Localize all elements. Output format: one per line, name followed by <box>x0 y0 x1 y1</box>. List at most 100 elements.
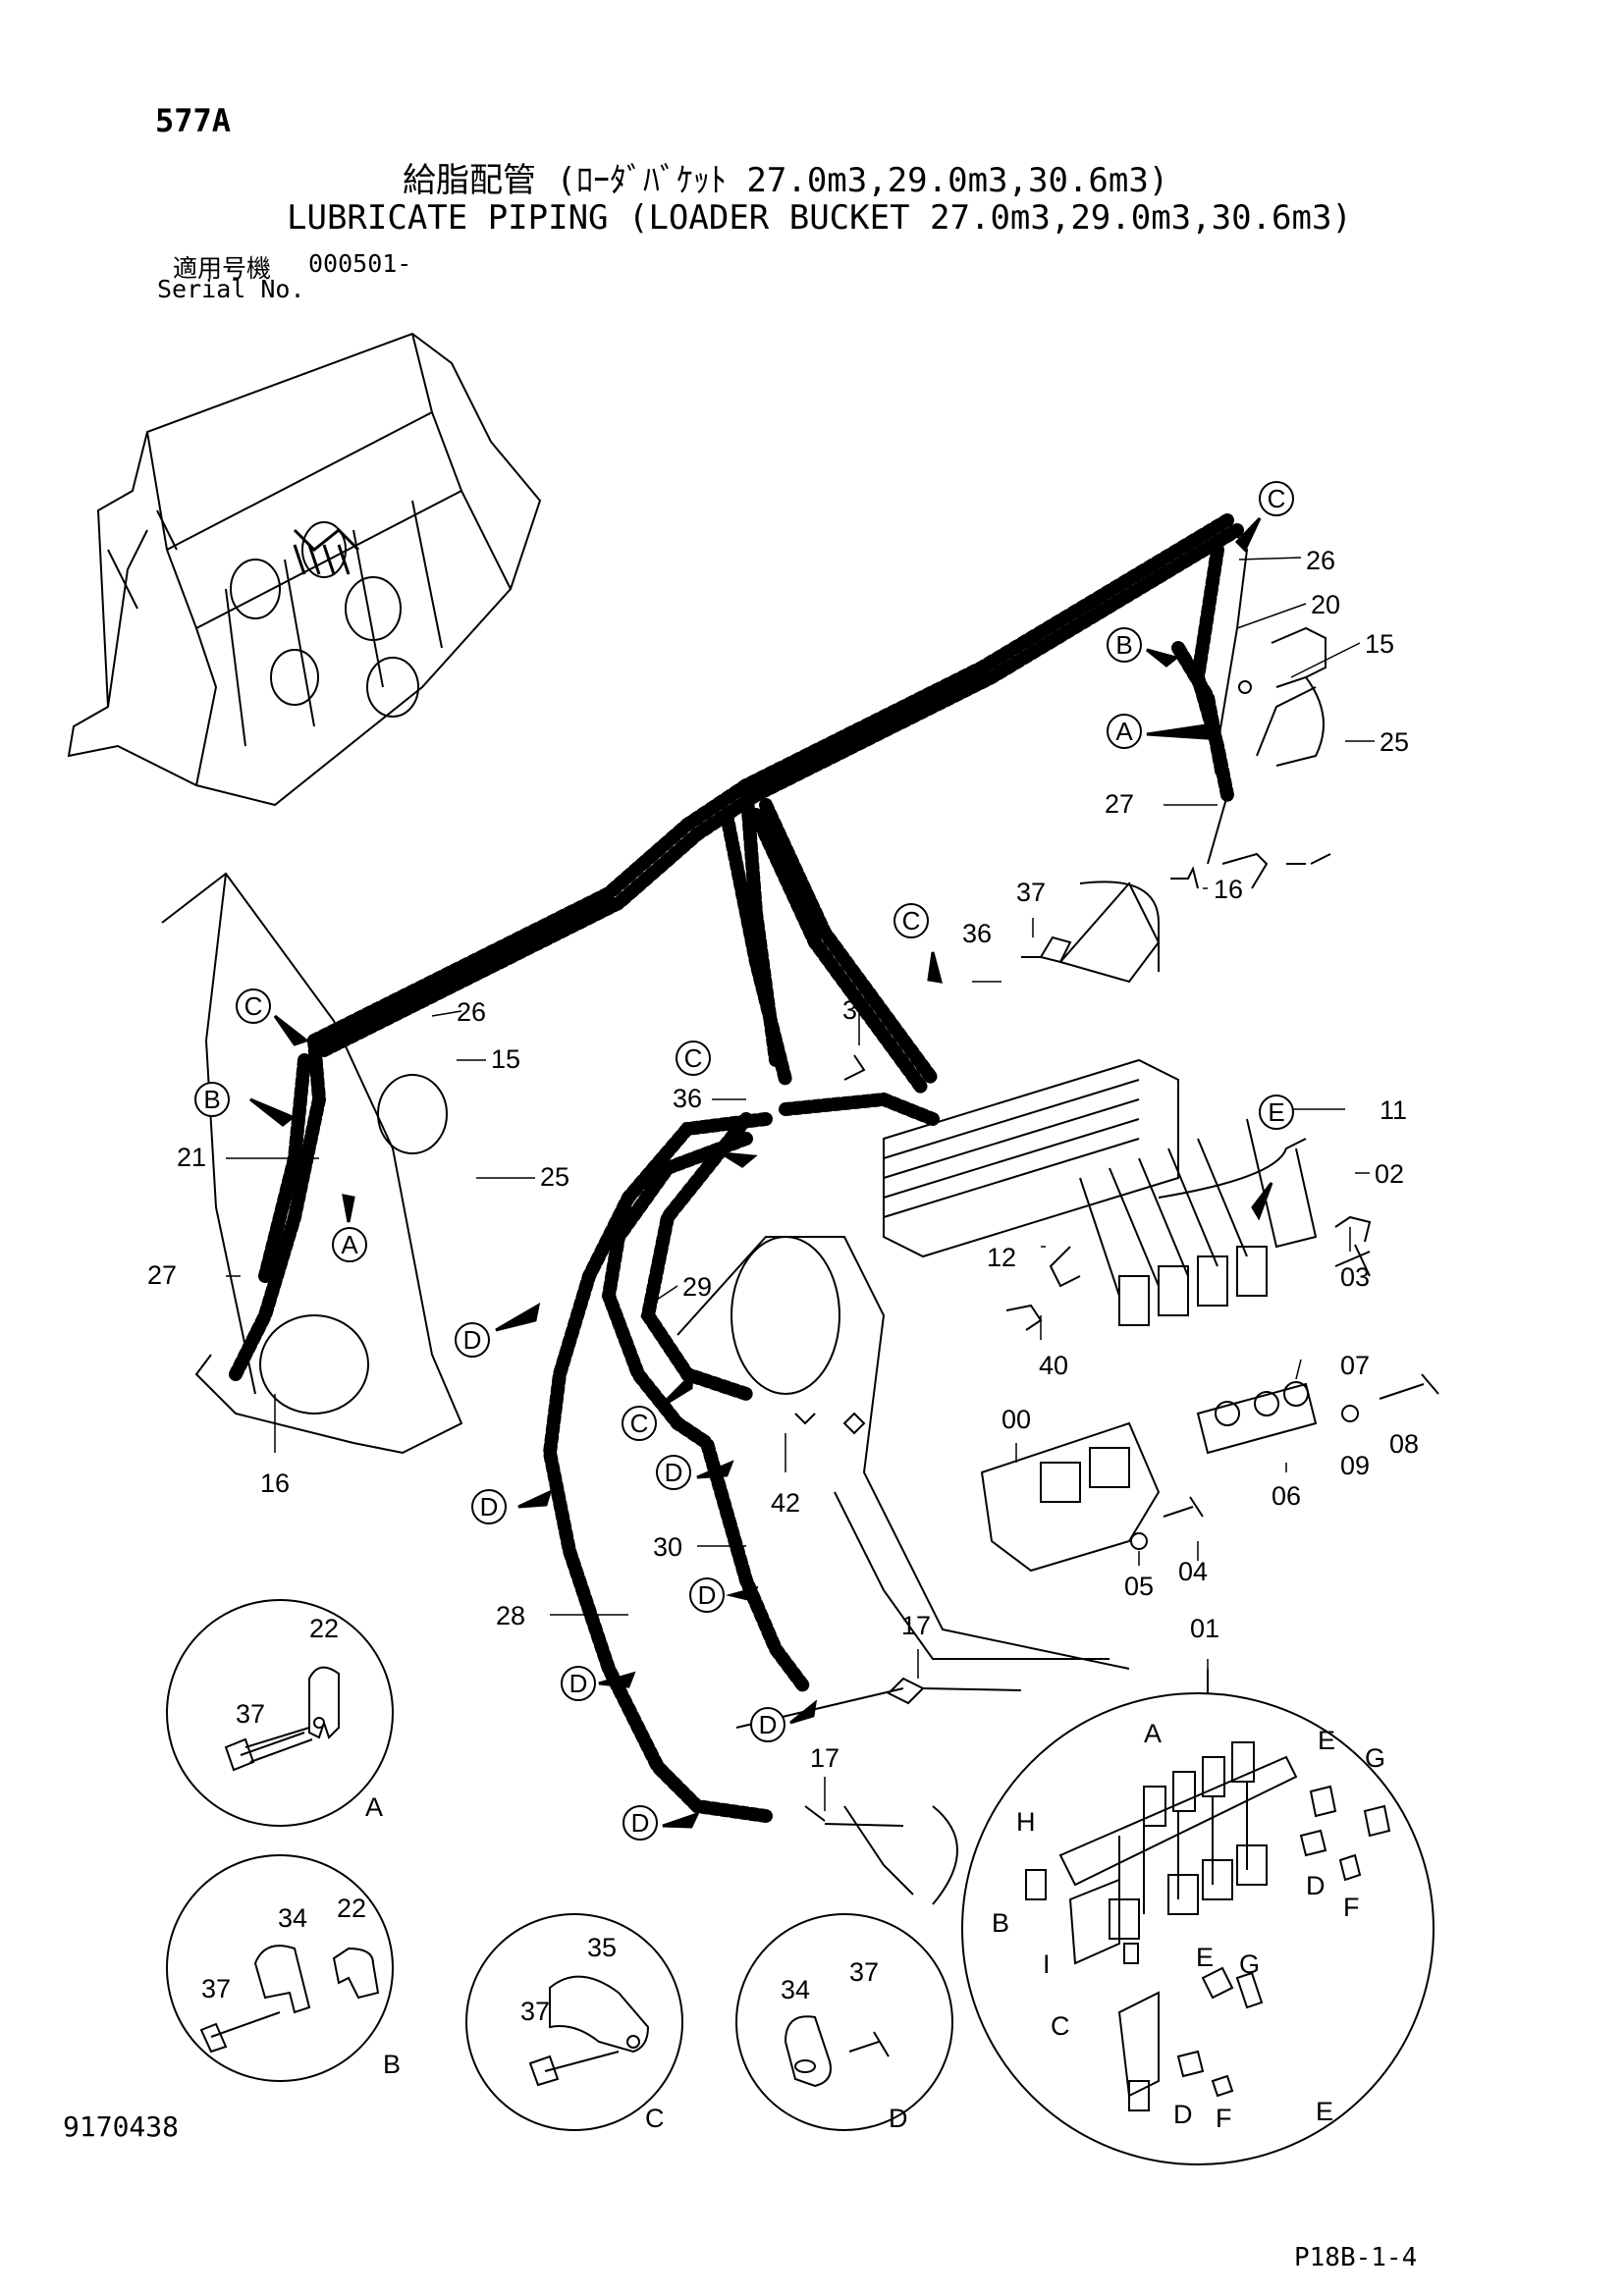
detail-c-callout-35: 35 <box>587 1933 617 1962</box>
callout-27-left: 27 <box>147 1260 177 1290</box>
marker-c-5: C <box>630 1409 649 1438</box>
callout-16-left: 16 <box>260 1468 290 1498</box>
callout-42: 42 <box>771 1488 800 1518</box>
detail-d-circle <box>735 1913 953 2131</box>
marker-c-1: C <box>1268 484 1286 513</box>
callout-25-left: 25 <box>540 1162 569 1192</box>
marker-arrows <box>249 516 1273 1829</box>
callout-09: 09 <box>1340 1451 1370 1480</box>
detail-e-part-f2: F <box>1216 2104 1232 2133</box>
callout-16-top: 16 <box>1214 875 1243 904</box>
page-code: P18B-1-4 <box>1294 2243 1418 2272</box>
callout-30: 30 <box>653 1532 682 1562</box>
detail-e-part-d2: D <box>1173 2100 1193 2129</box>
detail-circles <box>166 1599 1435 2165</box>
callout-17-left: 17 <box>810 1743 839 1773</box>
title-english: LUBRICATE PIPING (LOADER BUCKET 27.0m3,2… <box>287 198 1352 238</box>
callout-11: 11 <box>1380 1095 1407 1125</box>
callout-29: 29 <box>682 1272 712 1302</box>
detail-e-part-f: F <box>1343 1893 1360 1922</box>
marker-c-4: C <box>684 1043 703 1073</box>
detail-c-label: C <box>645 2104 665 2133</box>
detail-e-part-d: D <box>1306 1871 1326 1900</box>
callout-40: 40 <box>1039 1351 1068 1380</box>
detail-e-part-g: G <box>1365 1743 1385 1773</box>
detail-d-callout-37: 37 <box>849 1957 879 1987</box>
callout-03: 03 <box>1340 1262 1370 1292</box>
detail-a-callout-37: 37 <box>236 1699 265 1729</box>
callout-15-top: 15 <box>1365 629 1394 659</box>
detail-b-parts <box>199 1945 380 2054</box>
detail-a-callout-22: 22 <box>309 1614 339 1643</box>
callout-25-top: 25 <box>1380 727 1409 757</box>
detail-b-callout-22: 22 <box>337 1894 366 1923</box>
detail-e-label: E <box>1316 2097 1333 2126</box>
detail-e-part-g2: G <box>1239 1949 1260 1979</box>
detail-e-part-i: I <box>1043 1949 1051 1979</box>
callout-07: 07 <box>1340 1351 1370 1380</box>
marker-letters: C B A C B A C C E D C D D D D D D <box>203 484 1285 1838</box>
callout-36-top: 36 <box>962 919 992 948</box>
loader-bucket-drawing <box>67 332 542 807</box>
marker-d-6: D <box>759 1710 778 1739</box>
marker-d-2: D <box>665 1458 683 1487</box>
callout-37-top: 37 <box>1016 878 1046 907</box>
marker-d-1: D <box>463 1325 482 1355</box>
detail-c-circle <box>465 1913 683 2131</box>
detail-b-circle <box>166 1854 394 2082</box>
distributor-manifold <box>883 1058 1318 1573</box>
callout-21: 21 <box>177 1143 206 1172</box>
callout-20: 20 <box>1311 590 1340 619</box>
marker-d-4: D <box>698 1580 717 1610</box>
detail-e-part-e2: E <box>1196 1943 1214 1972</box>
callout-27-top: 27 <box>1105 789 1134 819</box>
marker-a-1: A <box>1115 717 1133 746</box>
document-number: 9170438 <box>63 2110 180 2143</box>
detail-a-circle <box>166 1599 394 1827</box>
lubrication-hoses <box>229 513 1244 1823</box>
detail-a-label: A <box>365 1792 383 1822</box>
detail-d-parts <box>784 2015 890 2088</box>
detail-b-label: B <box>383 2050 401 2079</box>
marker-d-3: D <box>480 1492 499 1522</box>
boom-outline <box>161 872 1161 1905</box>
callout-17-right: 17 <box>901 1611 931 1640</box>
detail-e-part-b: B <box>992 1908 1009 1938</box>
title-japanese: 給脂配管 (ﾛｰﾀﾞﾊﾞｹｯﾄ 27.0m3,29.0m3,30.6m3) <box>403 161 1169 200</box>
callout-37-mid: 37 <box>842 995 872 1025</box>
callout-02: 02 <box>1375 1159 1404 1189</box>
serial-number-value: 000501- <box>308 249 412 278</box>
marker-c-2: C <box>244 991 263 1021</box>
leader-lines <box>226 557 1375 1811</box>
callout-26-top: 26 <box>1306 546 1335 575</box>
marker-b-2: B <box>203 1085 220 1114</box>
detail-e-circle <box>961 1692 1435 2165</box>
detail-b-callout-34: 34 <box>278 1903 307 1933</box>
callout-26-left: 26 <box>457 997 486 1027</box>
detail-b-callout-37: 37 <box>201 1974 231 2003</box>
marker-circles <box>194 481 1294 1841</box>
marker-d-5: D <box>569 1669 588 1698</box>
serial-label-english: Serial No. <box>157 275 305 303</box>
detail-c-callout-37: 37 <box>520 1997 550 2026</box>
detail-c-parts <box>528 1975 650 2087</box>
callout-05: 05 <box>1124 1572 1154 1601</box>
detail-d-callout-34: 34 <box>781 1975 810 2004</box>
callout-08: 08 <box>1389 1429 1419 1459</box>
marker-b-1: B <box>1115 630 1132 660</box>
fittings <box>794 626 1439 1827</box>
detail-e-part-e: E <box>1318 1726 1335 1755</box>
marker-a-2: A <box>341 1230 358 1259</box>
detail-letters: A B C D E A E G H D F B I C E G D F <box>365 1719 1385 2133</box>
callout-28: 28 <box>496 1601 525 1630</box>
callout-15-left: 15 <box>491 1044 520 1074</box>
detail-e-parts <box>1025 1741 1391 2111</box>
detail-a-parts <box>224 1666 340 1772</box>
detail-d-label: D <box>889 2104 908 2133</box>
callout-04: 04 <box>1178 1557 1208 1586</box>
marker-c-3: C <box>902 906 921 935</box>
detail-e-part-h: H <box>1016 1807 1036 1837</box>
page-number: 577A <box>155 102 232 139</box>
marker-d-7: D <box>631 1808 650 1838</box>
